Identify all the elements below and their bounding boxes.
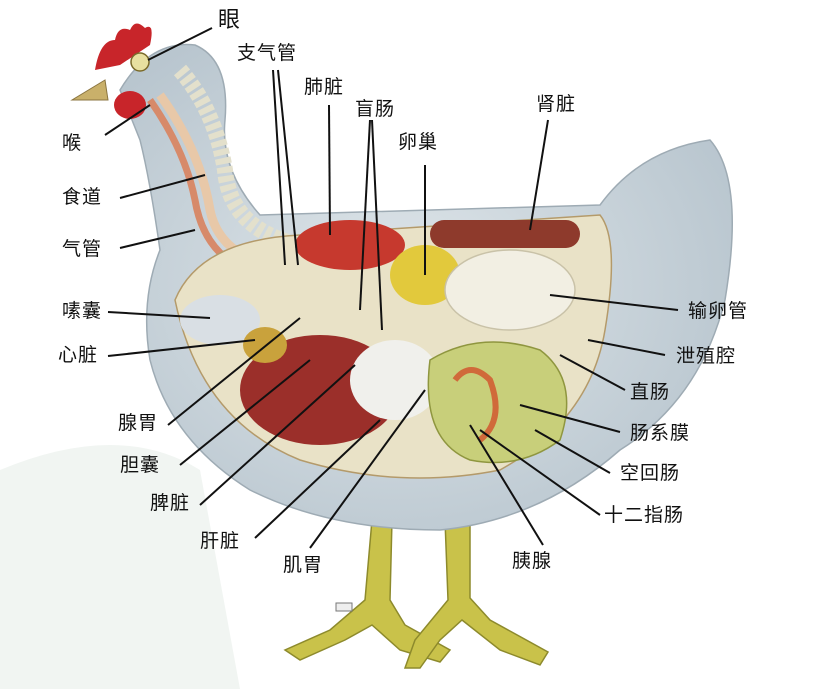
eye-ring — [130, 52, 150, 72]
label-gallbladder: 胆囊 — [120, 454, 161, 476]
label-kidney: 肾脏 — [536, 93, 577, 115]
label-larynx: 喉 — [62, 132, 83, 154]
label-lung: 肺脏 — [304, 76, 345, 98]
comb — [95, 23, 152, 70]
label-rectum: 直肠 — [630, 381, 671, 403]
oviduct-organ — [444, 249, 576, 331]
label-pancreas: 胰腺 — [512, 550, 553, 572]
spine — [173, 64, 302, 253]
background-shading — [0, 445, 240, 689]
wattle — [114, 91, 146, 119]
label-ovary: 卵巢 — [398, 131, 439, 153]
label-esophagus: 食道 — [62, 186, 103, 208]
label-bronchus: 支气管 — [237, 42, 298, 64]
label-proventriculus: 腺胃 — [118, 412, 159, 434]
crop-organ — [180, 295, 260, 345]
label-cecum: 盲肠 — [355, 98, 396, 120]
lung-organ — [295, 220, 405, 270]
label-gizzard: 肌胃 — [283, 554, 324, 576]
kidney-organ — [430, 220, 580, 248]
label-crop: 嗉囊 — [62, 300, 103, 322]
label-trachea: 气管 — [62, 238, 103, 260]
label-heart: 心脏 — [58, 344, 99, 366]
label-oviduct: 输卵管 — [688, 300, 749, 322]
beak — [70, 79, 109, 101]
label-cloaca: 泄殖腔 — [676, 345, 737, 367]
label-eye: 眼 — [218, 8, 242, 33]
leader-lines — [104, 27, 679, 549]
gizzard-organ — [350, 340, 440, 420]
label-duodenum: 十二指肠 — [604, 504, 685, 526]
heart-organ — [243, 327, 287, 363]
legs — [283, 519, 550, 669]
label-liver: 肝脏 — [200, 530, 241, 552]
label-mesentery: 肠系膜 — [630, 422, 691, 444]
duodenum-loop — [452, 367, 499, 443]
label-jejunum-ileum: 空回肠 — [620, 462, 681, 484]
label-spleen: 脾脏 — [150, 492, 191, 514]
